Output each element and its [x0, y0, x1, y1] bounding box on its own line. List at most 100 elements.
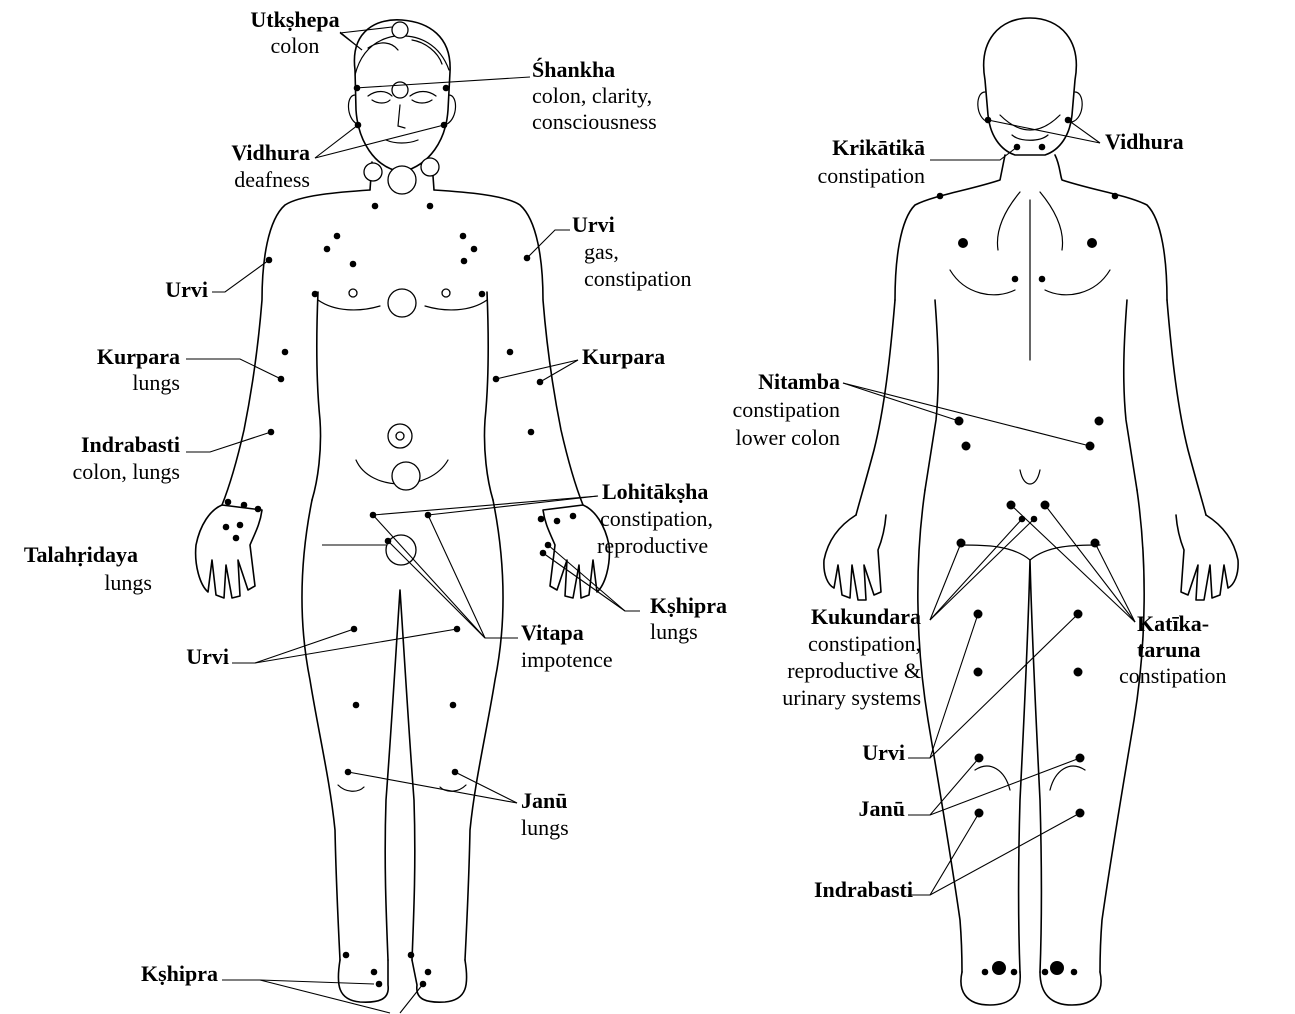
label-kurpara-right: Kurpara	[582, 344, 665, 369]
front-point	[570, 513, 577, 520]
front-navel-inner	[396, 432, 404, 440]
leader	[843, 383, 1090, 446]
front-point	[233, 535, 240, 542]
label-krikatika-name: Krikātikā	[832, 135, 925, 160]
back-marma-points	[937, 117, 1119, 976]
label-janu-desc: lungs	[521, 815, 569, 840]
back-neck-and-shoulders	[895, 155, 1167, 300]
leader	[186, 432, 271, 452]
label-kukundara-desc-3: urinary systems	[782, 685, 921, 710]
label-janu-name: Janū	[521, 788, 567, 813]
back-point	[982, 969, 989, 976]
front-throat-circle-right	[421, 158, 439, 176]
leader	[930, 813, 1080, 895]
leader	[527, 230, 570, 258]
front-throat-circle-left	[364, 163, 382, 181]
label-vidhura-desc: deafness	[234, 167, 310, 192]
leader	[930, 758, 1080, 815]
label-nitamba-desc-2: lower colon	[736, 425, 840, 450]
back-point	[1071, 969, 1078, 976]
leader	[540, 360, 578, 382]
label-shankha-desc-2: consciousness	[532, 109, 657, 134]
label-back-urvi: Urvi	[862, 740, 905, 765]
label-urvi-shoulder-name: Urvi	[572, 212, 615, 237]
label-indrabasti-desc: colon, lungs	[72, 459, 180, 484]
label-kukundara-desc-2: reproductive &	[787, 658, 921, 683]
leader	[212, 260, 269, 292]
front-point	[425, 969, 432, 976]
front-point	[427, 203, 434, 210]
back-musculature	[950, 192, 1110, 790]
leader	[400, 984, 423, 1013]
front-point	[376, 981, 383, 988]
label-indrabasti-name: Indrabasti	[81, 432, 180, 457]
front-point	[312, 291, 319, 298]
back-point	[1039, 276, 1046, 283]
leader	[930, 519, 1034, 620]
back-arms	[856, 300, 1206, 515]
label-talahridaya-desc: lungs	[104, 570, 152, 595]
front-point	[334, 233, 341, 240]
back-point	[1042, 969, 1049, 976]
front-point	[255, 506, 262, 513]
leader	[373, 496, 598, 515]
label-vitapa-name: Vitapa	[521, 620, 584, 645]
back-hips-and-legs	[918, 490, 1144, 972]
label-kukundara-desc-1: constipation,	[808, 631, 921, 656]
back-point	[1011, 969, 1018, 976]
leader	[232, 629, 354, 663]
front-point	[460, 233, 467, 240]
leader	[930, 543, 961, 620]
leader	[543, 553, 625, 611]
label-shankha-name: Śhankha	[532, 57, 615, 82]
front-point	[507, 349, 514, 356]
back-point	[958, 238, 968, 248]
back-labels: Vidhura Krikātikā constipation Nitamba c…	[732, 129, 1226, 902]
back-point	[992, 961, 1006, 975]
label-back-janu: Janū	[859, 796, 905, 821]
back-point	[1050, 961, 1064, 975]
label-shankha-desc-1: colon, clarity,	[532, 83, 652, 108]
leader	[908, 813, 979, 895]
label-urvi-thigh: Urvi	[186, 644, 229, 669]
leader	[455, 772, 517, 803]
leader	[843, 383, 959, 421]
leader	[1045, 505, 1135, 622]
leader	[315, 125, 444, 158]
front-sternum-circle	[388, 289, 416, 317]
front-point	[471, 246, 478, 253]
front-lower-abdomen-circle	[392, 462, 420, 490]
leader	[428, 515, 485, 638]
label-lohitaksha-desc-1: constipation,	[600, 506, 713, 531]
front-point	[225, 499, 232, 506]
front-point	[241, 502, 248, 509]
back-point	[1095, 417, 1104, 426]
front-point	[343, 952, 350, 959]
label-kshipra-foot: Kṣhipra	[141, 961, 218, 986]
front-point	[408, 952, 415, 959]
front-point	[479, 291, 486, 298]
back-leader-lines	[843, 120, 1135, 895]
front-point	[353, 702, 360, 709]
label-lohitaksha-name: Lohitākṣha	[602, 479, 708, 504]
leader	[255, 629, 457, 663]
leader	[930, 614, 1078, 758]
leader	[340, 27, 392, 33]
front-point	[282, 349, 289, 356]
front-point	[538, 516, 545, 523]
front-point	[461, 258, 468, 265]
front-crown-circle	[392, 22, 408, 38]
back-point	[1087, 238, 1097, 248]
label-back-vidhura: Vidhura	[1105, 129, 1184, 154]
label-nitamba-desc-1: constipation	[732, 397, 840, 422]
back-hair-lines	[1000, 115, 1060, 140]
front-point	[237, 522, 244, 529]
label-nitamba-name: Nitamba	[758, 369, 840, 394]
label-katikataruna-name-1: Katīka-	[1137, 611, 1209, 636]
label-katikataruna-desc: constipation	[1119, 663, 1227, 688]
front-feet	[338, 960, 466, 1002]
leader	[930, 519, 1022, 620]
back-head-outline	[984, 18, 1077, 155]
